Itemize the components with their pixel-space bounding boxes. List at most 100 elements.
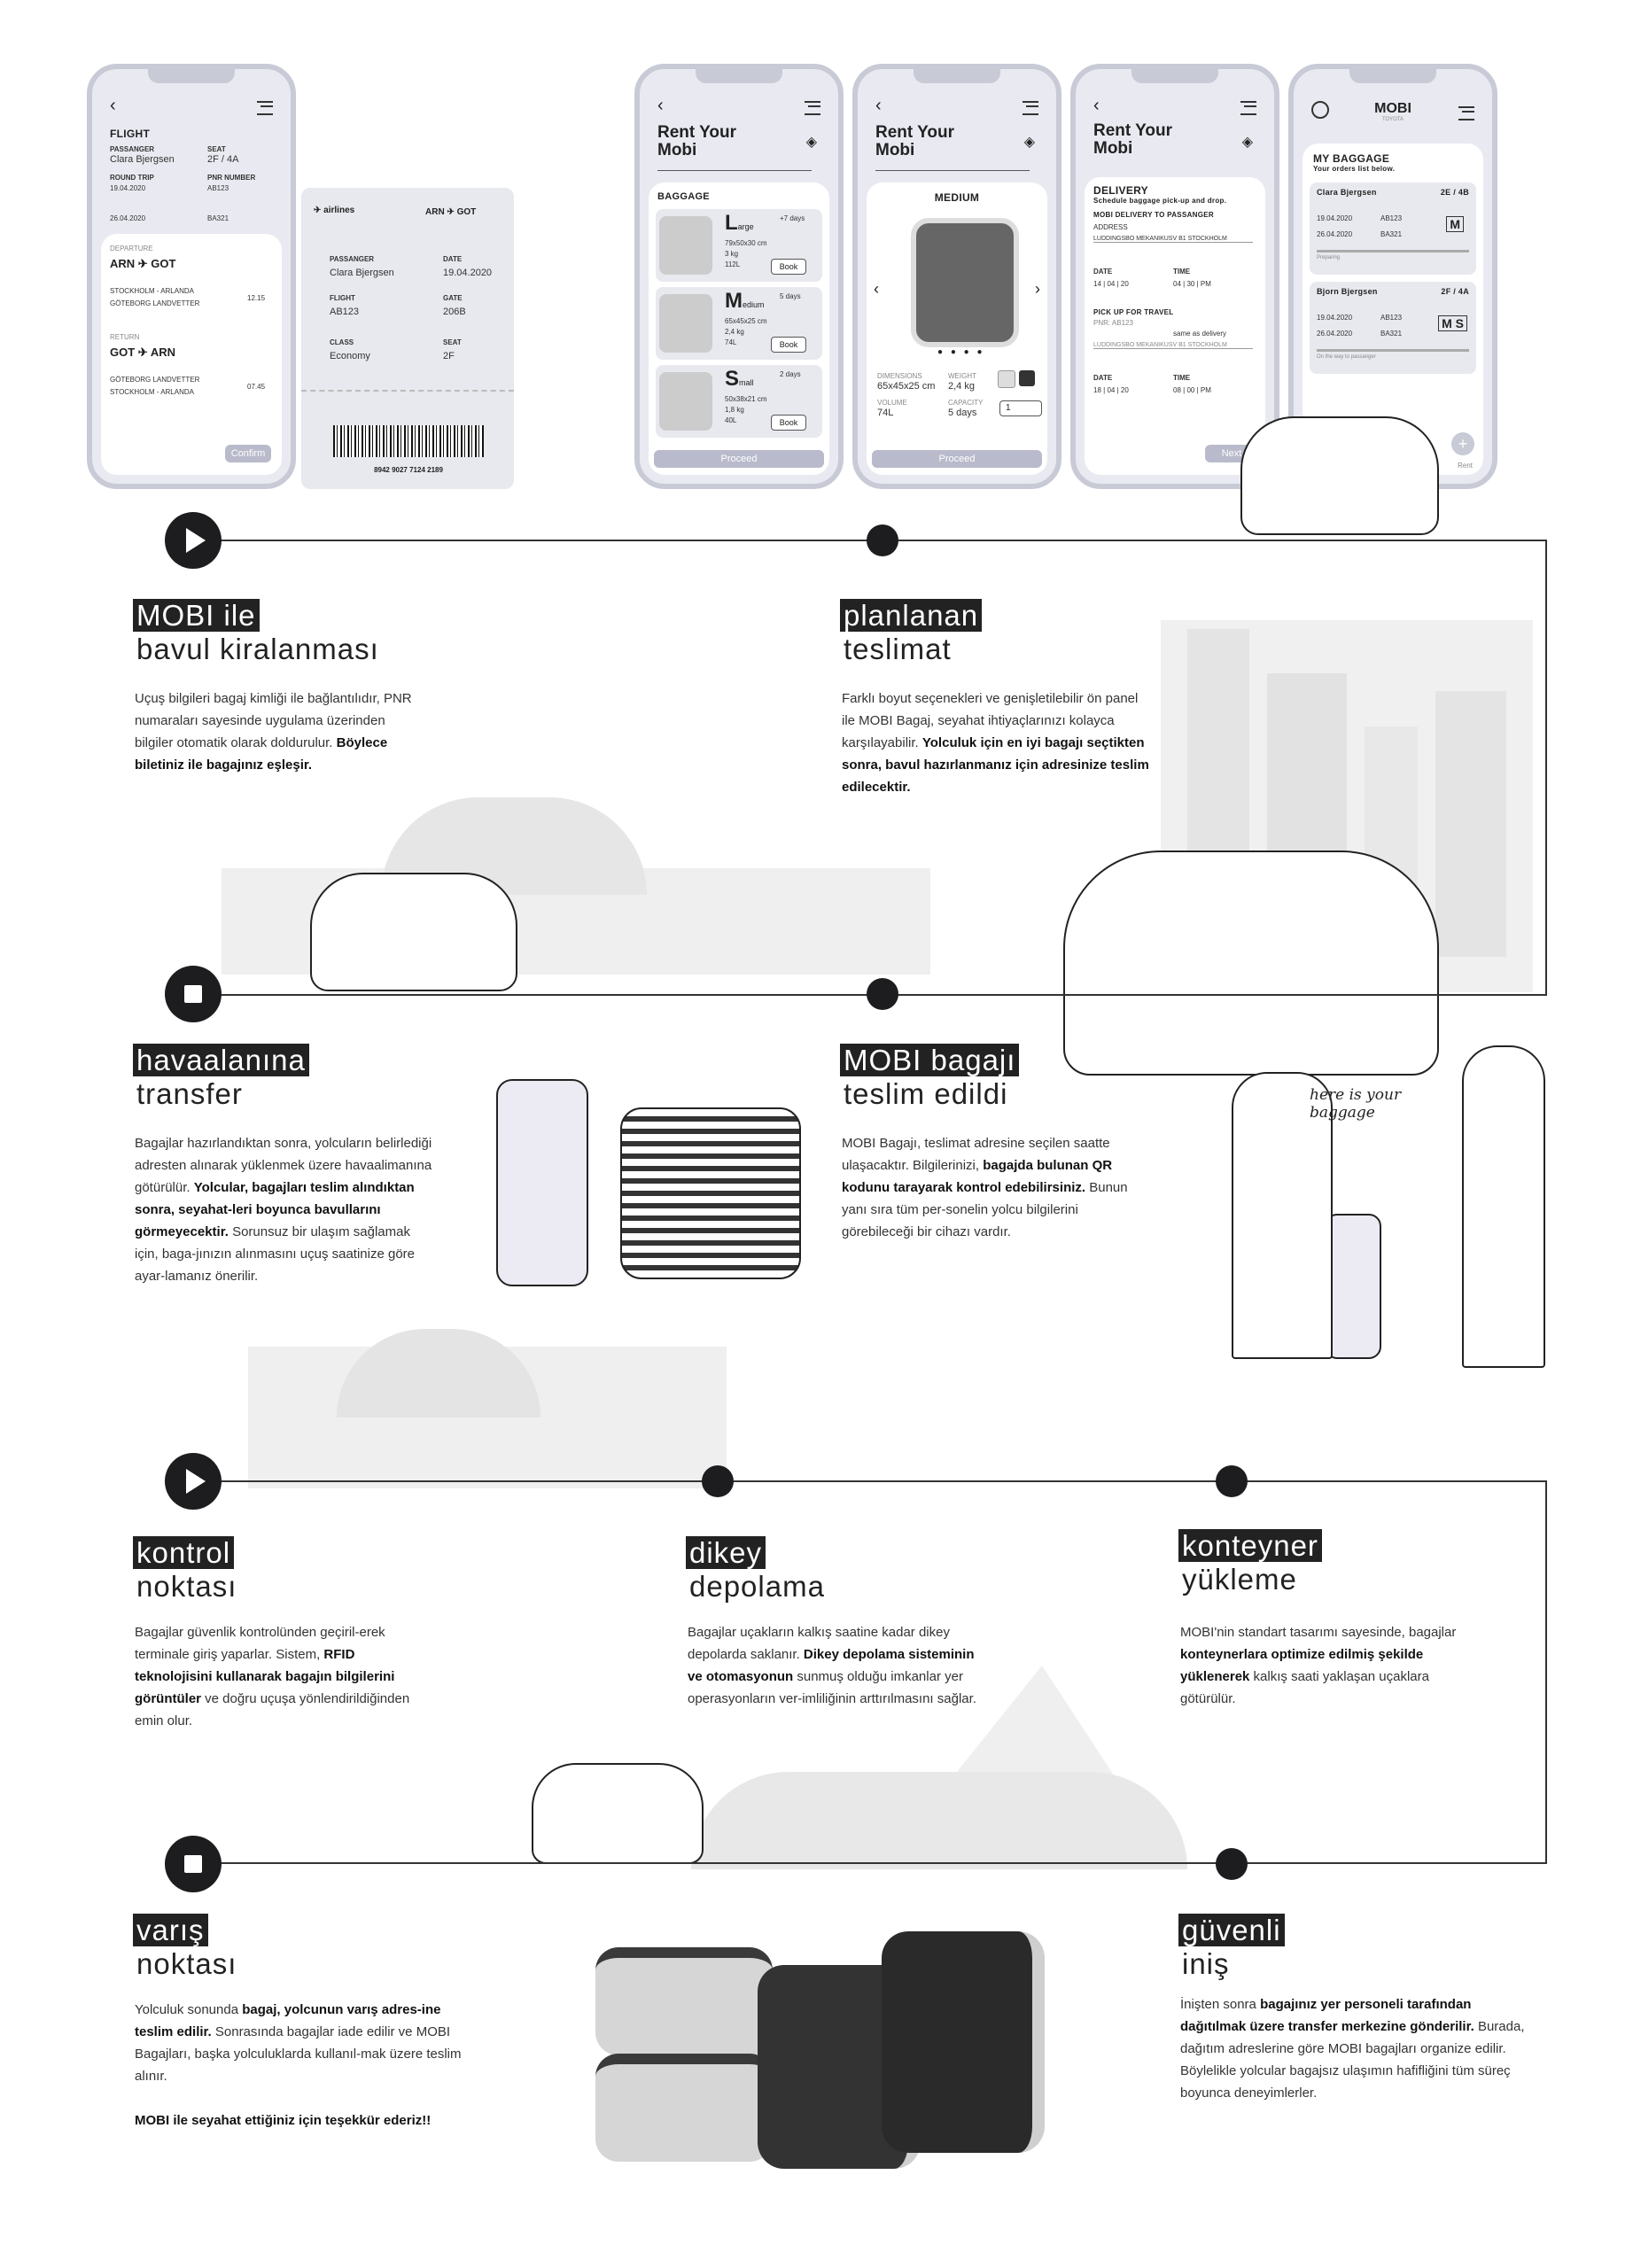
size-name: edium (743, 300, 765, 309)
time-picker-1[interactable]: 04 | 30 | PM (1173, 280, 1211, 288)
stop-icon[interactable] (165, 1836, 222, 1892)
mobi-vehicle-small (1240, 416, 1439, 535)
size-name: mall (739, 378, 754, 387)
mobi-product-stack-top (595, 1947, 773, 2055)
timeline-line-right-2 (1545, 1480, 1547, 1864)
suitcase-medium-image (911, 218, 1019, 347)
barcode-number: 8942 9027 7124 2189 (374, 466, 443, 474)
seat-value: 2F / 4A (207, 154, 239, 165)
section-desc-delivered: MOBI Bagajı, teslimat adresine seçilen s… (842, 1136, 1128, 1239)
size-label: Small (725, 367, 754, 392)
size-kg: 3 kg (725, 250, 739, 258)
size-medium-option[interactable]: Medium 5 days 65x45x25 cm 2,4 kg 74L Boo… (656, 287, 822, 360)
size-volume: 40L (725, 416, 737, 424)
section-desc-landing: İnişten sonra bagajınız yer personeli ta… (1180, 1997, 1525, 2101)
ticket-seat: 2F (443, 351, 455, 361)
day: 14 (1093, 280, 1101, 288)
airline-name: airlines (323, 206, 355, 215)
color-swatch-dark[interactable] (1019, 370, 1035, 386)
date-picker-2[interactable]: 18 | 04 | 20 (1093, 386, 1129, 394)
timeline-dot (1216, 1848, 1248, 1880)
section-title-plain: teslimat (844, 633, 952, 665)
stop-icon[interactable] (165, 966, 222, 1022)
passenger-name: Clara Bjergsen (110, 154, 175, 165)
color-swatch-light[interactable] (998, 370, 1015, 388)
play-icon[interactable] (165, 1453, 222, 1510)
tag-icon[interactable]: ◈ (1023, 135, 1035, 150)
phone-my-baggage: MOBI TOYOTA MY BAGGAGE Your orders list … (1288, 64, 1497, 489)
date-2: 26.04.2020 (110, 214, 146, 222)
order-card[interactable]: Bjorn Bjergsen 2F / 4A 19.04.2020 AB123 … (1310, 282, 1476, 374)
tag-icon[interactable]: ◈ (1241, 135, 1253, 150)
size-days: 5 days (780, 292, 801, 300)
ticket-date-label: DATE (443, 255, 463, 263)
menu-icon[interactable] (257, 101, 273, 115)
date-picker-1[interactable]: 14 | 04 | 20 (1093, 280, 1129, 288)
book-button[interactable]: Book (771, 337, 806, 353)
menu-icon[interactable] (805, 101, 820, 115)
chevron-left-icon[interactable]: ‹ (874, 280, 879, 298)
section-title-plain: noktası (136, 1570, 237, 1603)
order-card[interactable]: Clara Bjergsen 2E / 4B 19.04.2020 AB123 … (1310, 183, 1476, 275)
section-desc-rent: Uçuş bilgileri bagaj kimliği ile bağlant… (135, 691, 412, 773)
back-icon[interactable]: ‹ (1093, 96, 1100, 115)
time-picker-2[interactable]: 08 | 00 | PM (1173, 386, 1211, 394)
chevron-right-icon[interactable]: › (1035, 280, 1040, 298)
address-field[interactable]: LUDDINGSBO MEKANIKUSV B1 STOCKHOLM (1093, 236, 1253, 243)
section-title-plain: depolama (689, 1570, 825, 1603)
timeline-line-4 (193, 1862, 1547, 1864)
building (1435, 691, 1506, 957)
same-as-delivery-checkbox[interactable]: same as delivery (1173, 330, 1227, 338)
size-dim: 79x50x30 cm (725, 239, 767, 247)
size-dim: 65x45x25 cm (725, 317, 767, 325)
proceed-button[interactable]: Proceed (872, 450, 1042, 468)
back-icon[interactable]: ‹ (657, 96, 664, 115)
flight-card: DEPARTURE ARN ✈ GOT STOCKHOLM - ARLANDA … (101, 234, 282, 475)
confirm-button[interactable]: Confirm (225, 445, 271, 462)
quantity-select[interactable]: 1 (999, 400, 1042, 416)
date-label: DATE (1093, 374, 1113, 382)
size-large-option[interactable]: Large +7 days 79x50x30 cm 3 kg 112L Book (656, 209, 822, 282)
ticket-gate: 206B (443, 307, 466, 317)
hill (691, 1772, 1187, 1869)
menu-icon[interactable] (1240, 101, 1256, 115)
speech-bubble-text: here is your baggage (1310, 1086, 1402, 1122)
month: 04 (1107, 280, 1116, 288)
book-button[interactable]: Book (771, 415, 806, 431)
dep-from: ARN (110, 257, 136, 270)
menu-icon[interactable] (1458, 106, 1474, 120)
add-icon[interactable]: + (1451, 432, 1474, 455)
rent-title-line2: Mobi (875, 141, 915, 159)
profile-icon[interactable] (1311, 101, 1329, 119)
rent-title-line1: Rent Your (657, 123, 737, 142)
ampm: PM (1200, 280, 1211, 288)
delivery-title: DELIVERY (1093, 184, 1148, 197)
proceed-button[interactable]: Proceed (654, 450, 824, 468)
size-small-option[interactable]: Small 2 days 50x38x21 cm 1,8 kg 40L Book (656, 365, 822, 438)
capacity-label: CAPACITY (948, 399, 984, 407)
ticket-date: 19.04.2020 (443, 268, 493, 278)
ticket-flight-label: FLIGHT (330, 294, 355, 302)
tag-icon[interactable]: ◈ (805, 135, 817, 150)
back-icon[interactable]: ‹ (875, 96, 882, 115)
dep-route-2: GÖTEBORG LANDVETTER (110, 299, 200, 307)
book-button[interactable]: Book (771, 259, 806, 275)
play-icon[interactable] (165, 512, 222, 569)
ampm: PM (1200, 386, 1211, 394)
ticket-from: ARN (425, 207, 445, 217)
phone-notch (1131, 69, 1219, 83)
menu-icon[interactable] (1023, 101, 1038, 115)
my-baggage-subtitle: Your orders list below. (1313, 165, 1396, 173)
order-progress-bar (1317, 349, 1469, 352)
dep-to: GOT (151, 257, 176, 270)
departure-label: DEPARTURE (110, 245, 153, 252)
carousel-dots[interactable]: ● ● ● ● (937, 347, 985, 357)
address-field-2[interactable]: LUDDINGSBO MEKANIKUSV B1 STOCKHOLM (1093, 342, 1253, 349)
timeline-dot (1216, 1465, 1248, 1497)
passenger-label: PASSANGER (110, 145, 155, 153)
back-icon[interactable]: ‹ (110, 96, 116, 115)
month: 04 (1107, 386, 1116, 394)
